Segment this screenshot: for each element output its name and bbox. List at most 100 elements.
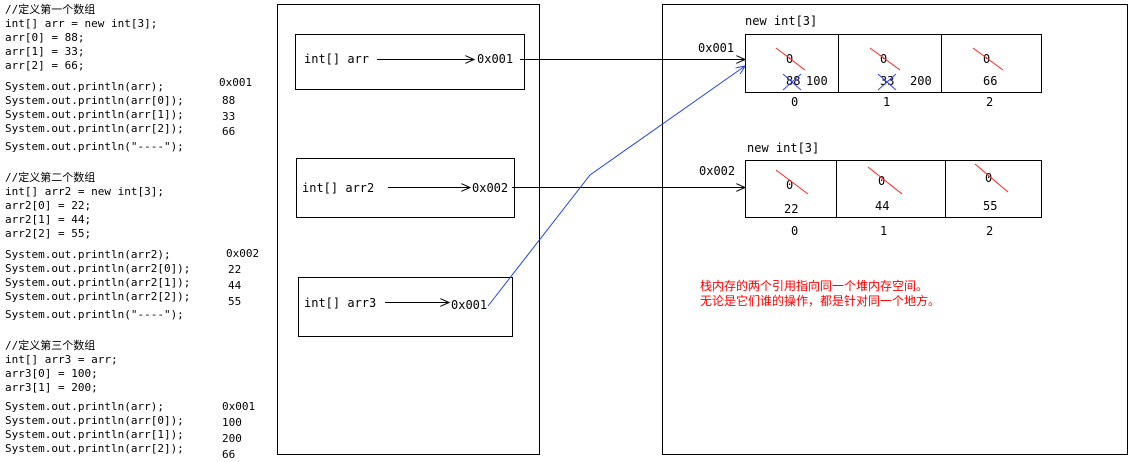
strike-mark	[867, 166, 903, 195]
code-line: arr2[0] = 22;	[5, 199, 91, 212]
pointer-arrow-arr3	[487, 66, 745, 307]
code-line: System.out.println(arr2[1]);	[5, 276, 190, 289]
ref-label: int[] arr	[304, 52, 369, 66]
print-output: 22	[228, 263, 241, 276]
code-line: System.out.println(arr[0]);	[5, 414, 184, 427]
print-output: 55	[228, 295, 241, 308]
code-comment: //定义第二个数组	[5, 170, 95, 184]
code-line: int[] arr = new int[3];	[5, 17, 157, 30]
code-comment: //定义第三个数组	[5, 338, 95, 352]
ref-address: 0x001	[451, 298, 487, 312]
print-output: 0x001	[219, 76, 252, 89]
code-line: System.out.println(arr[1]);	[5, 108, 184, 121]
print-output: 0x001	[222, 400, 255, 413]
stack-frame	[277, 4, 540, 455]
heap-array-2: new int[3] 0x002 0 22 0 44 0 55 0 1	[699, 141, 1042, 238]
explanation-note: 栈内存的两个引用指向同一个堆内存空间。 无论是它们谁的操作，都是针对同一个地方。	[700, 278, 940, 308]
heap-frame	[662, 4, 1128, 455]
print-output: 44	[228, 279, 242, 292]
strike-mark	[775, 47, 806, 71]
code-line: int[] arr2 = new int[3];	[5, 185, 164, 198]
ref-address: 0x002	[472, 181, 508, 195]
heap-array-1: new int[3] 0x001 0 88 100 0 33 200	[698, 14, 1042, 109]
print-output: 66	[222, 125, 235, 138]
cell-value: 66	[983, 74, 997, 88]
stack-ref-arr3: int[] arr3 0x001	[298, 277, 513, 337]
code-line: System.out.println(arr);	[5, 80, 164, 93]
array-address: 0x002	[699, 164, 735, 178]
stack-panel: int[] arr 0x001 int[] arr2 0x002 int[] a…	[277, 4, 540, 455]
code-line: System.out.println(arr2[0]);	[5, 262, 190, 275]
array-address: 0x001	[698, 41, 734, 55]
strike-mark	[775, 169, 809, 195]
array-cell: 0 55	[974, 163, 1009, 213]
array-cell: 0 66	[972, 47, 1004, 88]
cell-initial-value: 0	[985, 171, 992, 185]
ref-label: int[] arr2	[302, 181, 374, 195]
code-line: System.out.println(arr);	[5, 400, 164, 413]
array-index: 2	[986, 224, 993, 238]
stack-ref-arr: int[] arr 0x001	[295, 34, 525, 90]
cell-initial-value: 0	[786, 52, 793, 66]
code-line: arr2[1] = 44;	[5, 213, 91, 226]
array-index: 0	[791, 95, 798, 109]
array-title: new int[3]	[747, 141, 819, 155]
code-line: arr2[2] = 55;	[5, 227, 91, 240]
cell-initial-value: 0	[786, 178, 793, 192]
ref-box	[298, 277, 513, 337]
cell-value: 44	[875, 199, 889, 213]
cell-value: 22	[784, 202, 798, 216]
code-line: arr[0] = 88;	[5, 31, 84, 44]
array-cell: 0 88 100	[775, 47, 828, 91]
print-output: 200	[222, 432, 242, 445]
stack-ref-arr2: int[] arr2 0x002	[296, 158, 515, 218]
code-line: System.out.println(arr2[2]);	[5, 290, 190, 303]
code-line: arr[1] = 33;	[5, 45, 84, 58]
array-cell: 0 33 200	[869, 47, 932, 91]
ref-box	[295, 34, 525, 90]
code-line: System.out.println(arr[1]);	[5, 428, 184, 441]
strike-mark	[974, 163, 1009, 193]
print-output: 88	[222, 94, 235, 107]
cell-initial-value: 0	[983, 52, 990, 66]
strike-mark	[869, 47, 901, 71]
code-line: System.out.println(arr2);	[5, 248, 171, 261]
print-output: 100	[222, 416, 242, 429]
code-line: arr3[1] = 200;	[5, 381, 98, 394]
print-output: 0x002	[226, 247, 259, 260]
code-panel: //定义第一个数组 int[] arr = new int[3]; arr[0]…	[5, 2, 259, 461]
code-block-3: //定义第三个数组 int[] arr3 = arr; arr3[0] = 10…	[5, 338, 255, 461]
array-index: 2	[986, 95, 993, 109]
array-box	[745, 34, 1042, 93]
code-line: arr[2] = 66;	[5, 59, 84, 72]
code-comment: //定义第一个数组	[5, 2, 95, 16]
code-line: System.out.println(arr[2]);	[5, 442, 184, 455]
cell-initial-value: 0	[878, 174, 885, 188]
note-line: 无论是它们谁的操作，都是针对同一个地方。	[700, 293, 940, 308]
cell-value: 55	[983, 199, 997, 213]
array-index: 1	[883, 95, 890, 109]
cell-value: 200	[910, 74, 932, 88]
ref-label: int[] arr3	[304, 296, 376, 310]
code-block-2: //定义第二个数组 int[] arr2 = new int[3]; arr2[…	[5, 170, 259, 321]
array-index: 1	[880, 224, 887, 238]
code-line: int[] arr3 = arr;	[5, 353, 118, 366]
cell-initial-value: 0	[880, 52, 887, 66]
array-cell: 0 44	[867, 166, 903, 213]
array-index: 0	[791, 224, 798, 238]
cell-value: 100	[806, 74, 828, 88]
print-output: 66	[222, 448, 235, 461]
strike-mark	[782, 73, 802, 91]
strike-mark	[877, 73, 897, 91]
code-line: System.out.println("----");	[5, 140, 184, 153]
code-line: System.out.println(arr[0]);	[5, 94, 184, 107]
heap-panel: new int[3] 0x001 0 88 100 0 33 200	[662, 4, 1128, 455]
code-line: System.out.println(arr[2]);	[5, 122, 184, 135]
print-output: 33	[222, 110, 235, 123]
note-line: 栈内存的两个引用指向同一个堆内存空间。	[700, 278, 928, 293]
code-line: arr3[0] = 100;	[5, 367, 98, 380]
code-block-1: //定义第一个数组 int[] arr = new int[3]; arr[0]…	[5, 2, 252, 153]
code-line: System.out.println("----");	[5, 308, 184, 321]
strike-mark	[972, 47, 1004, 71]
